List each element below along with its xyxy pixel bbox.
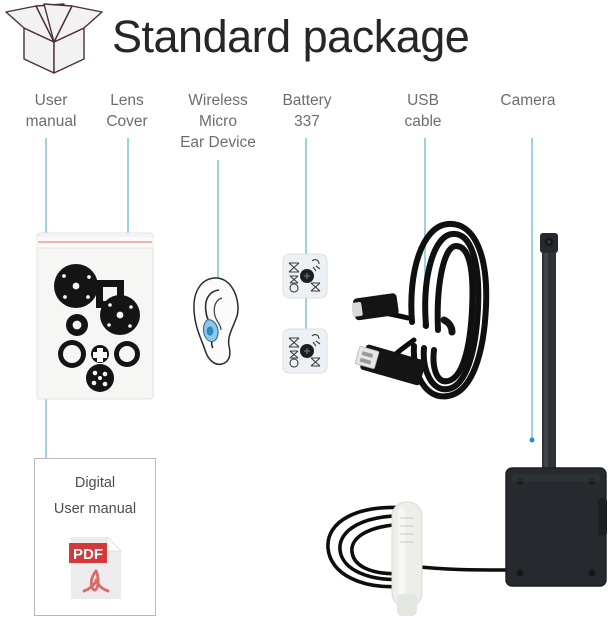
pdf-badge-label: PDF <box>73 546 103 563</box>
ear-with-wireless-earpiece <box>193 277 239 366</box>
callout-label-camera: Camera <box>500 92 556 109</box>
leader-line-battery-337 <box>305 138 307 332</box>
ziplock-bag-with-lens-covers <box>36 232 154 400</box>
callout-label-battery-337: Battery 337 <box>282 92 332 130</box>
pdf-file-icon: PDF <box>69 536 122 599</box>
leader-line-wireless-micro-ear-device <box>217 160 219 332</box>
page-title: Standard package <box>112 11 470 62</box>
callout-label-user-manual: User manual <box>25 92 77 130</box>
leader-line-usb-cable <box>424 138 426 326</box>
callout-label-usb-cable: USB cable <box>404 92 442 130</box>
callout-label-wireless-micro-ear-device: Wireless Micro Ear Device <box>180 92 256 151</box>
open-box-icon <box>5 3 103 74</box>
leader-line-camera <box>531 138 533 440</box>
callout-label-lens-cover: Lens Cover <box>106 92 148 130</box>
camera-module-with-lens-ribbon <box>326 467 607 616</box>
battery-blister-pack-1 <box>282 253 328 299</box>
digital-user-manual-card: Digital User manual PDF <box>34 458 156 616</box>
camera-lens-ribbon <box>540 233 558 495</box>
manual-line-1: Digital <box>74 475 116 491</box>
leader-dot-camera <box>529 437 535 443</box>
leader-line-lens-cover <box>127 138 129 322</box>
battery-blister-pack-2 <box>282 328 328 374</box>
coiled-usb-cable <box>352 220 490 400</box>
manual-line-2: User manual <box>53 501 137 517</box>
